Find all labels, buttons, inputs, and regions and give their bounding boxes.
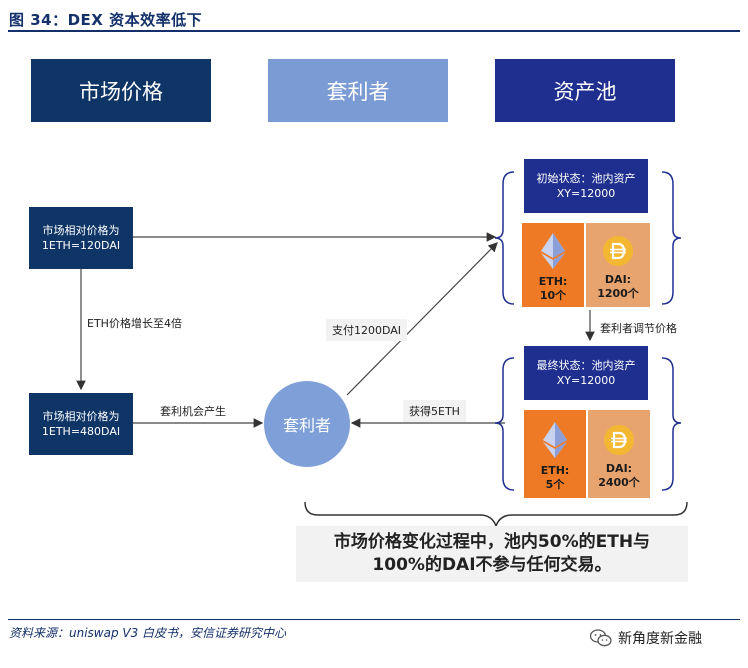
pool-final-eth-cell: ETH: 5个 xyxy=(524,410,586,498)
summary-text: 市场价格变化过程中，池内50%的ETH与 100%的DAI不参与任何交易。 xyxy=(296,526,688,582)
ethereum-icon xyxy=(543,422,567,458)
title-divider xyxy=(8,30,740,32)
pool-initial-eth-amount: ETH: 10个 xyxy=(538,275,568,302)
ethereum-icon xyxy=(541,233,565,269)
pool-initial-dai-amount: DAI: 1200个 xyxy=(597,273,639,300)
pool-final-dai-cell: DAI: 2400个 xyxy=(588,410,650,498)
pool-final-dai-amount: DAI: 2400个 xyxy=(598,462,640,489)
arbitrageur-node: 套利者 xyxy=(264,381,350,467)
pool-final-eth-amount: ETH: 5个 xyxy=(540,464,570,491)
wechat-icon xyxy=(590,629,612,647)
figure-title: 图 34：DEX 资本效率低下 xyxy=(9,11,203,29)
brace-initial-left xyxy=(494,171,515,305)
header-market-price: 市场价格 xyxy=(31,59,211,122)
arrow-pay-dai xyxy=(346,242,498,396)
source-note: 资料来源：uniswap V3 白皮书，安信证券研究中心 xyxy=(9,626,287,640)
market-price-initial-box: 市场相对价格为 1ETH=120DAI xyxy=(29,207,133,269)
dai-icon xyxy=(603,236,633,266)
pool-initial-eth-cell: ETH: 10个 xyxy=(522,223,584,307)
brace-final-left xyxy=(494,357,515,491)
brace-summary xyxy=(304,501,688,529)
label-arb-opportunity: 套利机会产生 xyxy=(160,405,226,418)
brace-final-right xyxy=(661,357,682,491)
footer-divider xyxy=(8,619,740,620)
market-price-final-box: 市场相对价格为 1ETH=480DAI xyxy=(29,393,133,455)
pool-initial-title: 初始状态：池内资产 XY=12000 xyxy=(524,159,648,213)
brace-initial-right xyxy=(661,171,682,305)
label-adjust-price: 套利者调节价格 xyxy=(600,322,677,335)
label-pay-dai: 支付1200DAI xyxy=(326,319,408,341)
dai-icon xyxy=(604,425,634,455)
header-arbitrageur: 套利者 xyxy=(268,59,448,122)
brand-watermark: 新角度新金融 xyxy=(590,628,702,648)
label-receive-eth: 获得5ETH xyxy=(403,400,466,422)
brand-name: 新角度新金融 xyxy=(618,631,702,647)
header-pool: 资产池 xyxy=(495,59,675,122)
pool-initial-dai-cell: DAI: 1200个 xyxy=(586,223,650,307)
pool-final-title: 最终状态：池内资产 XY=12000 xyxy=(524,346,648,400)
label-eth-price-up: ETH价格增长至4倍 xyxy=(87,317,182,330)
